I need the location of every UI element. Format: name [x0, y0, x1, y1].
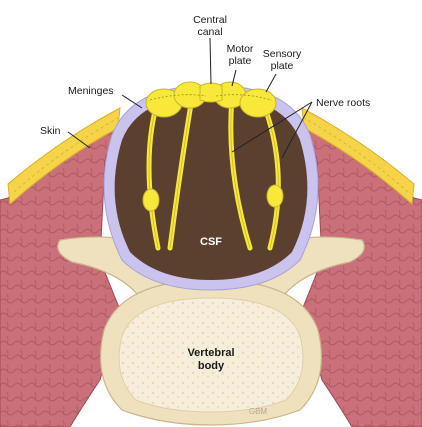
label-central-canal-1: Central [193, 14, 227, 26]
ganglion-left [143, 189, 159, 211]
leader-sensory-plate [266, 74, 276, 92]
leader-central-canal [210, 38, 211, 84]
muscle-layer-left [0, 120, 120, 427]
label-vertebral-body-2: body [198, 360, 225, 372]
label-motor-plate-2: plate [229, 55, 252, 67]
label-skin: Skin [40, 125, 61, 137]
label-sensory-plate-1: Sensory [263, 48, 302, 60]
label-meninges: Meninges [68, 85, 114, 97]
label-vertebral-body-1: Vertebral [187, 347, 234, 359]
label-sensory-plate-2: plate [271, 60, 294, 72]
label-csf: CSF [200, 236, 222, 248]
watermark: GBM [249, 407, 268, 416]
muscle-layer-right [302, 120, 422, 427]
label-central-canal-2: canal [197, 26, 222, 38]
label-nerve-roots: Nerve roots [316, 97, 370, 109]
label-motor-plate-1: Motor [227, 43, 254, 55]
ganglion-right [267, 185, 283, 207]
